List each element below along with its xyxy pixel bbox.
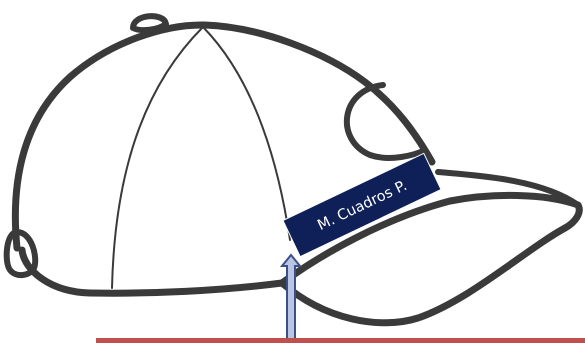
bottom-band [96,338,585,343]
name-label-patch: M. Cuadros P. [283,153,441,256]
cap-seams [112,27,290,288]
